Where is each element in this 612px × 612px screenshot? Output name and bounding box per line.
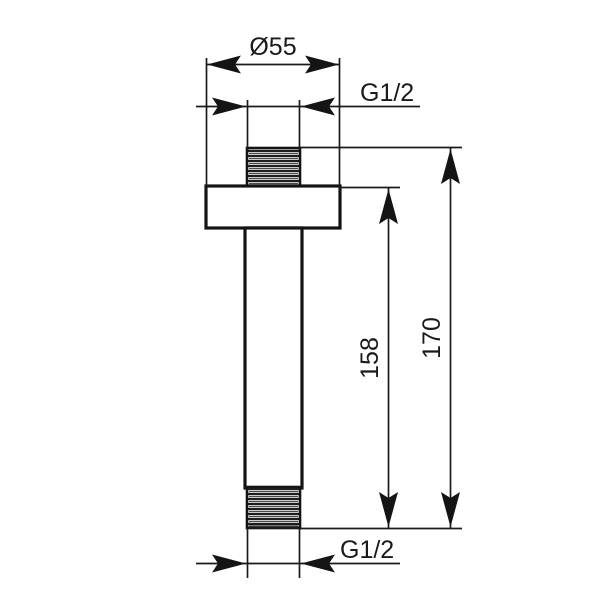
dimension-label-overall-length: 170: [418, 317, 446, 359]
dimension-label-tube-length: 158: [356, 337, 384, 379]
dimension-overall-length: 170: [418, 148, 460, 528]
thread-crest-bottom: [249, 490, 298, 527]
arrowhead-thread-top-right: [301, 97, 335, 116]
extension-lines: [205, 58, 462, 578]
arrowhead-158-top: [379, 189, 398, 224]
arrowhead-158-bottom: [379, 492, 398, 527]
dimension-label-flange-diameter: Ø55: [249, 33, 296, 61]
thread-hatching-top: [248, 149, 299, 187]
arrowhead-diameter-left: [207, 55, 241, 74]
arrowhead-thread-bottom-right: [301, 554, 335, 573]
dimension-flange-diameter: Ø55: [206, 33, 340, 74]
arrowhead-thread-bottom-left: [212, 554, 246, 573]
lower-threaded-nipple: [245, 485, 302, 530]
upper-threaded-nipple: [245, 146, 302, 189]
dimension-thread-bottom: G1/2: [196, 536, 400, 573]
dimension-tube-length: 158: [356, 188, 398, 528]
dimension-label-thread-bottom: G1/2: [340, 536, 394, 564]
arrowhead-170-bottom: [441, 492, 460, 527]
thread-hatching-bottom: [248, 487, 299, 529]
arrowhead-170-top: [441, 149, 460, 184]
part-geometry: [204, 146, 342, 530]
dimension-thread-top: G1/2: [196, 79, 420, 116]
ceiling-flange-plate: [204, 184, 342, 230]
thread-crest-top: [249, 152, 298, 185]
dimension-label-thread-top: G1/2: [360, 79, 414, 107]
shower-arm-tube: [243, 226, 304, 490]
arrowhead-thread-top-left: [212, 97, 246, 116]
arrowhead-diameter-right: [305, 55, 339, 74]
